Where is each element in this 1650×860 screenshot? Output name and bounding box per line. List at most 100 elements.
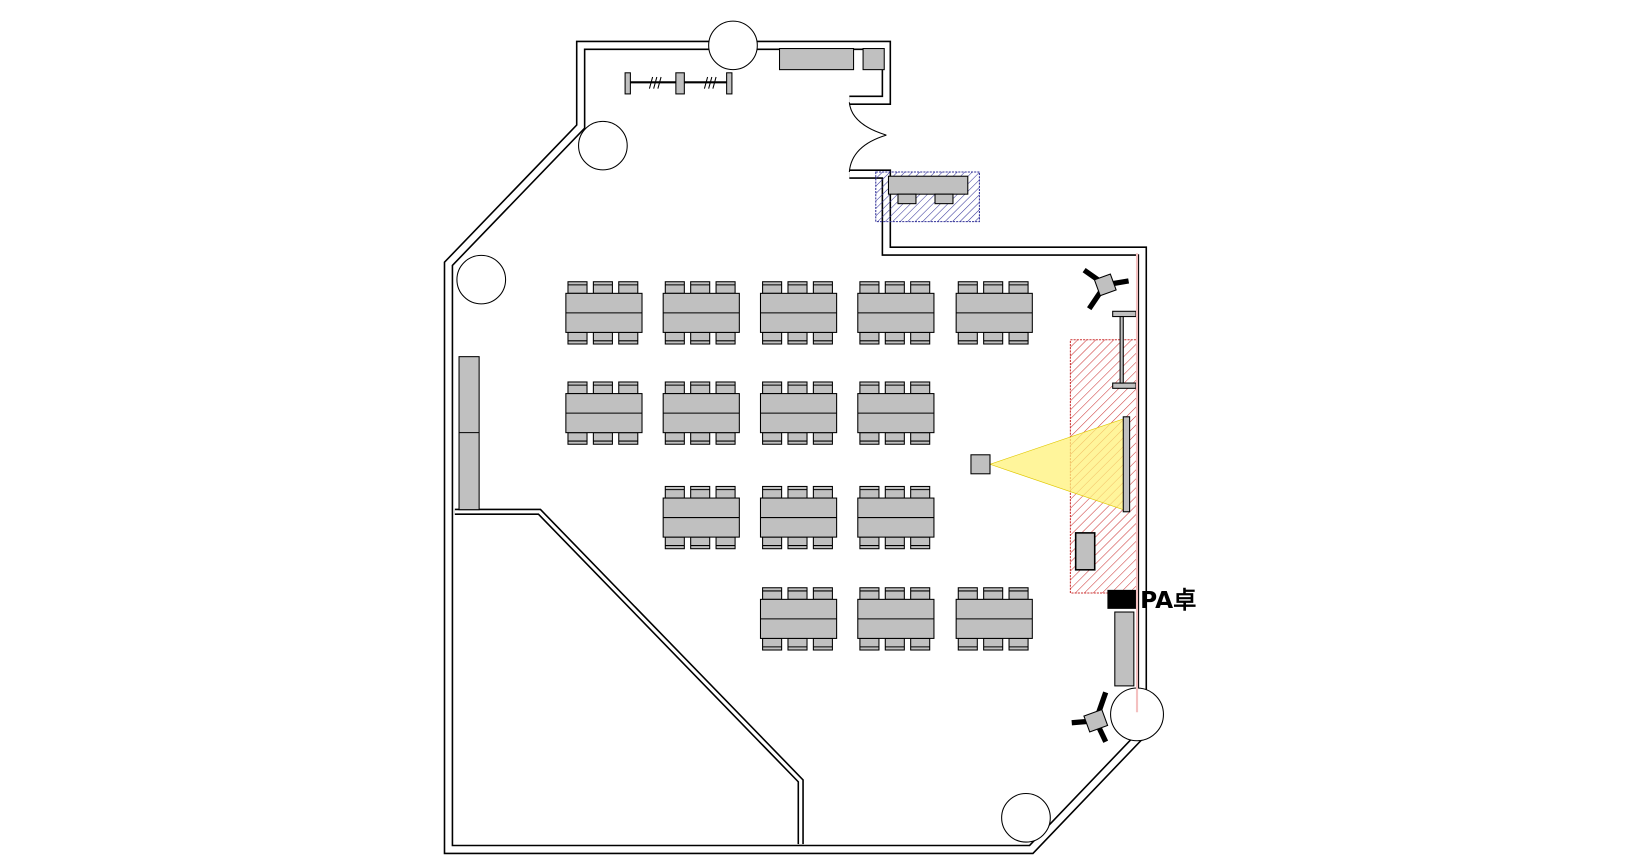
table-set xyxy=(857,281,935,345)
projector xyxy=(970,454,991,475)
chair xyxy=(762,637,783,651)
chair xyxy=(787,637,808,651)
chair xyxy=(762,587,783,600)
chair xyxy=(859,536,880,550)
cabinet xyxy=(1114,611,1135,687)
chair xyxy=(762,381,783,395)
chair xyxy=(859,587,880,600)
table-set xyxy=(662,381,740,445)
coat-rack xyxy=(624,72,733,95)
chair xyxy=(715,281,736,294)
chair xyxy=(859,331,880,345)
chair xyxy=(592,331,613,345)
chair xyxy=(664,432,685,445)
chair xyxy=(884,485,905,499)
chair xyxy=(787,331,808,345)
chair xyxy=(787,432,808,445)
chair xyxy=(715,536,736,550)
chair xyxy=(1008,587,1029,600)
chair xyxy=(897,193,917,205)
chair xyxy=(957,331,978,345)
table-set xyxy=(857,381,935,445)
table-set xyxy=(759,485,838,550)
stage-area xyxy=(989,339,1138,594)
column xyxy=(456,254,507,305)
chair xyxy=(690,331,711,345)
chair xyxy=(859,432,880,445)
chair xyxy=(762,331,783,345)
chair xyxy=(618,331,639,345)
chair xyxy=(715,381,736,395)
cabinet xyxy=(778,48,855,71)
chair xyxy=(715,331,736,345)
chair xyxy=(910,432,931,445)
projection-screen xyxy=(1122,416,1131,513)
podium xyxy=(1074,532,1096,571)
chair xyxy=(910,331,931,345)
chair xyxy=(664,536,685,550)
chair xyxy=(812,536,833,550)
partition-wall xyxy=(454,508,804,845)
chair xyxy=(1008,637,1029,651)
chair xyxy=(762,485,783,499)
chair xyxy=(567,331,588,345)
chair xyxy=(1008,281,1029,294)
chair xyxy=(618,281,639,294)
table-grid xyxy=(565,281,1033,651)
chair xyxy=(983,331,1004,345)
chair xyxy=(812,587,833,600)
chair xyxy=(715,485,736,499)
chair xyxy=(957,637,978,651)
pa-desk xyxy=(1107,589,1136,609)
projection-beam xyxy=(989,418,1124,511)
reception-area xyxy=(875,171,980,223)
table-set xyxy=(955,587,1033,651)
chair xyxy=(690,281,711,294)
chair xyxy=(812,281,833,294)
chair xyxy=(664,381,685,395)
chair xyxy=(910,536,931,550)
chair xyxy=(762,281,783,294)
chair xyxy=(884,536,905,550)
chair xyxy=(859,485,880,499)
chair xyxy=(567,432,588,445)
table-set xyxy=(857,587,935,651)
chair xyxy=(567,381,588,395)
chair xyxy=(983,281,1004,294)
chair xyxy=(787,485,808,499)
chair xyxy=(787,381,808,395)
chair xyxy=(664,281,685,294)
chair xyxy=(592,281,613,294)
chair xyxy=(884,432,905,445)
chair xyxy=(812,485,833,499)
chair xyxy=(592,381,613,395)
chair xyxy=(715,432,736,445)
chair xyxy=(812,381,833,395)
outer-wall xyxy=(443,40,1148,855)
chair xyxy=(664,485,685,499)
chair xyxy=(567,281,588,294)
chair xyxy=(690,536,711,550)
table-set xyxy=(955,281,1033,345)
reception-table xyxy=(887,175,969,195)
chair xyxy=(812,331,833,345)
chair xyxy=(910,281,931,294)
chair xyxy=(664,331,685,345)
chair xyxy=(884,281,905,294)
pa-desk-label: PA卓 xyxy=(1140,587,1196,614)
chair xyxy=(957,281,978,294)
speaker-icon xyxy=(1071,691,1109,743)
chair xyxy=(690,432,711,445)
chair xyxy=(859,637,880,651)
chair xyxy=(690,381,711,395)
speaker-icon xyxy=(1082,267,1130,311)
column xyxy=(708,20,758,71)
left-cabinet xyxy=(458,356,480,511)
double-door xyxy=(848,102,887,173)
chair xyxy=(957,587,978,600)
chair xyxy=(787,536,808,550)
chair xyxy=(910,485,931,499)
chair xyxy=(859,281,880,294)
